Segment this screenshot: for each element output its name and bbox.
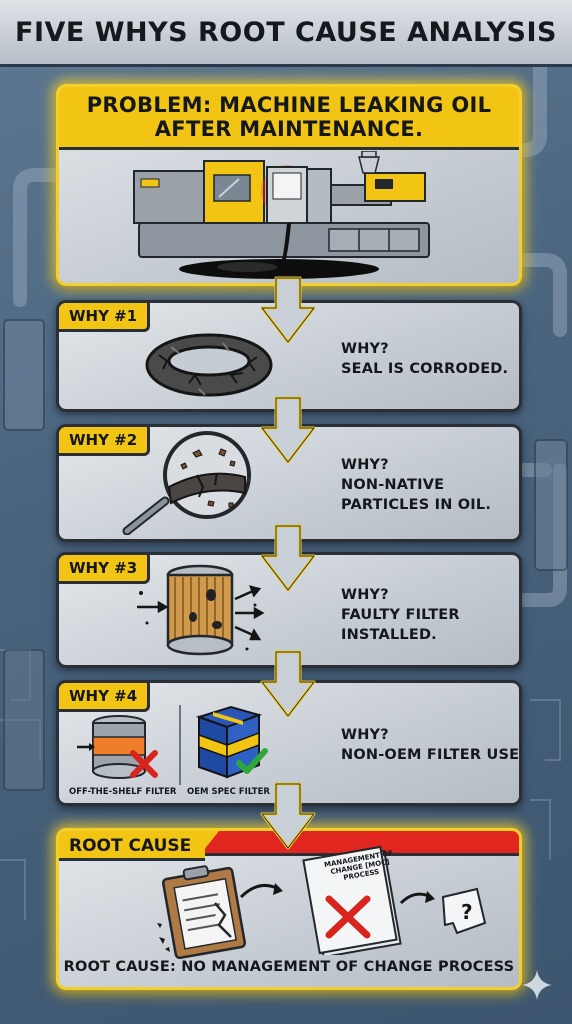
why-tag-3: WHY #3 <box>59 555 151 584</box>
why-2-line-2: NON-NATIVE <box>341 477 445 493</box>
problem-panel: PROBLEM: MACHINE LEAKING OIL AFTER MAINT… <box>56 84 522 286</box>
problem-line-2: AFTER MAINTENANCE. <box>154 117 424 141</box>
oil-filter-icon <box>137 564 265 656</box>
why-2-line-3: PARTICLES IN OIL. <box>341 497 492 513</box>
leaking-machine-icon <box>133 151 430 279</box>
oem-spec-filter-icon <box>195 705 268 779</box>
problem-line-1: PROBLEM: MACHINE LEAKING OIL <box>86 93 492 117</box>
why-1-line-2: SEAL IS CORRODED. <box>341 361 509 377</box>
why-4-line-2: NON-OEM FILTER USED. <box>341 747 522 763</box>
root-cause-statement: ROOT CAUSE: NO MANAGEMENT OF CHANGE PROC… <box>63 959 515 975</box>
page-title: FIVE WHYS ROOT CAUSE ANALYSIS <box>15 16 557 48</box>
down-arrow-1 <box>260 276 316 344</box>
svg-text:?: ? <box>461 900 473 924</box>
broken-clipboard-icon <box>157 865 283 959</box>
moc-document-icon <box>302 845 402 955</box>
problem-banner: PROBLEM: MACHINE LEAKING OIL AFTER MAINT… <box>59 87 519 150</box>
why-tag-1: WHY #1 <box>59 303 151 332</box>
root-cause-tag-slant <box>199 831 219 856</box>
why-text-4: WHY? NON-OEM FILTER USED. <box>341 725 522 765</box>
why-3-line-3: INSTALLED. <box>341 627 437 643</box>
why-3-line-2: FAULTY FILTER <box>341 607 460 623</box>
why-tag-4: WHY #4 <box>59 683 151 712</box>
why-1-line-1: WHY? <box>341 341 389 357</box>
caption-off-the-shelf: OFF-THE-SHELF FILTER <box>69 787 177 797</box>
sparkle-icon <box>522 970 552 1000</box>
why-2-line-1: WHY? <box>341 457 389 473</box>
root-cause-panel: ROOT CAUSE MANAGEMENT OF CHANGE [MOC] PR… <box>56 828 522 990</box>
down-arrow-4 <box>260 650 316 718</box>
why-panel-1: WHY #1 WHY? SEAL IS CORRODED. <box>56 300 522 412</box>
down-arrow-5 <box>260 782 316 850</box>
title-bar: FIVE WHYS ROOT CAUSE ANALYSIS <box>0 0 572 67</box>
corroded-seal-icon <box>145 333 273 397</box>
why-text-1: WHY? SEAL IS CORRODED. <box>341 339 508 379</box>
caption-oem-spec: OEM SPEC FILTER <box>187 787 270 797</box>
why-tag-2: WHY #2 <box>59 427 151 456</box>
why-4-divider <box>179 705 181 785</box>
why-text-3: WHY? FAULTY FILTER INSTALLED. <box>341 585 460 645</box>
question-paper-icon: ? <box>399 887 487 935</box>
root-cause-tag: ROOT CAUSE <box>59 831 205 861</box>
off-the-shelf-filter-icon <box>77 715 158 779</box>
why-3-line-1: WHY? <box>341 587 389 603</box>
why-4-line-1: WHY? <box>341 727 389 743</box>
magnifier-particles-icon <box>122 431 251 535</box>
down-arrow-2 <box>260 396 316 464</box>
down-arrow-3 <box>260 524 316 592</box>
why-panel-4: WHY #4 OFF-THE-SHELF FILTER OEM SPEC FIL… <box>56 680 522 806</box>
why-text-2: WHY? NON-NATIVE PARTICLES IN OIL. <box>341 455 491 515</box>
